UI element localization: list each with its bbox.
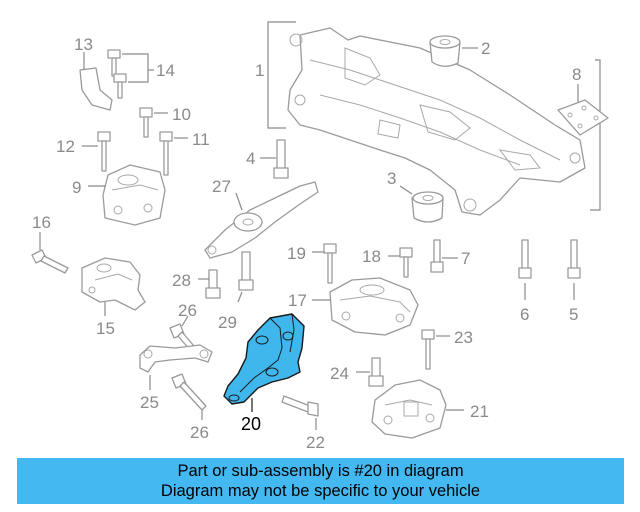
bolt-part-26-lower[interactable] bbox=[171, 373, 207, 420]
callout-17: 17 bbox=[288, 291, 307, 310]
bolt-part-7[interactable] bbox=[430, 239, 458, 273]
callout-21: 21 bbox=[470, 402, 489, 421]
bolt-part-12[interactable] bbox=[82, 131, 111, 172]
bolt-part-11[interactable] bbox=[159, 131, 188, 176]
callout-24: 24 bbox=[330, 364, 349, 383]
mount-part-9[interactable] bbox=[88, 164, 166, 226]
bolt-part-16[interactable] bbox=[31, 232, 69, 274]
bolt-part-18[interactable] bbox=[388, 247, 413, 278]
banner-line-1: Part or sub-assembly is #20 in diagram bbox=[177, 462, 464, 480]
callout-26-upper: 26 bbox=[178, 301, 197, 320]
info-banner: Part or sub-assembly is #20 in diagram D… bbox=[17, 458, 624, 504]
callout-4: 4 bbox=[246, 149, 255, 168]
exploded-parts-diagram: 1 2 3 4 5 6 7 8 9 10 11 12 13 14 15 16 1… bbox=[31, 21, 609, 452]
callout-2: 2 bbox=[481, 39, 490, 58]
callout-20: 20 bbox=[241, 414, 261, 434]
bolt-part-4[interactable] bbox=[260, 139, 289, 179]
mount-bracket-part-20[interactable] bbox=[223, 313, 305, 412]
callout-25: 25 bbox=[140, 393, 159, 412]
bolt-part-29[interactable] bbox=[237, 251, 254, 303]
callout-18: 18 bbox=[362, 247, 381, 266]
callout-7: 7 bbox=[461, 249, 470, 268]
bolt-part-28[interactable] bbox=[198, 269, 221, 299]
callout-10: 10 bbox=[172, 105, 191, 124]
bolt-part-5[interactable] bbox=[567, 239, 581, 300]
callout-19: 19 bbox=[287, 244, 306, 263]
callout-13: 13 bbox=[74, 35, 93, 54]
callout-3: 3 bbox=[387, 169, 396, 188]
mount-part-21[interactable] bbox=[371, 379, 464, 439]
callout-12: 12 bbox=[56, 137, 75, 156]
subframe-part-1[interactable] bbox=[267, 21, 601, 216]
bushing-part-3[interactable] bbox=[411, 191, 444, 223]
callout-6: 6 bbox=[520, 305, 529, 324]
bracket-part-13[interactable] bbox=[79, 52, 113, 111]
callout-8: 8 bbox=[572, 65, 581, 84]
bolt-part-24[interactable] bbox=[356, 357, 384, 387]
bushing-part-2[interactable] bbox=[429, 35, 461, 67]
callout-26-lower: 26 bbox=[190, 423, 209, 442]
bolt-part-6[interactable] bbox=[518, 239, 532, 300]
banner-line-2: Diagram may not be specific to your vehi… bbox=[160, 482, 481, 500]
callout-9: 9 bbox=[72, 178, 81, 197]
callout-15: 15 bbox=[96, 319, 115, 338]
bolt-part-23[interactable] bbox=[421, 329, 450, 370]
callout-22: 22 bbox=[306, 433, 325, 452]
callout-23: 23 bbox=[454, 328, 473, 347]
callout-16: 16 bbox=[32, 213, 51, 232]
torque-rod-part-27[interactable] bbox=[204, 181, 319, 259]
callout-1: 1 bbox=[255, 61, 264, 80]
mount-part-17[interactable] bbox=[312, 277, 419, 336]
mount-part-15[interactable] bbox=[81, 257, 146, 316]
callout-5: 5 bbox=[569, 305, 578, 324]
bolt-part-14[interactable] bbox=[107, 49, 154, 99]
callout-14: 14 bbox=[156, 61, 175, 80]
callout-27: 27 bbox=[212, 177, 231, 196]
link-part-25[interactable] bbox=[139, 344, 213, 390]
plate-part-8[interactable] bbox=[557, 84, 609, 136]
bolt-part-26-upper[interactable] bbox=[169, 315, 195, 351]
bolt-part-22[interactable] bbox=[281, 395, 319, 430]
callout-11: 11 bbox=[192, 130, 210, 149]
callout-29: 29 bbox=[218, 313, 237, 332]
bolt-part-10[interactable] bbox=[139, 107, 168, 138]
bolt-part-19[interactable] bbox=[312, 243, 337, 284]
callout-28: 28 bbox=[172, 271, 191, 290]
